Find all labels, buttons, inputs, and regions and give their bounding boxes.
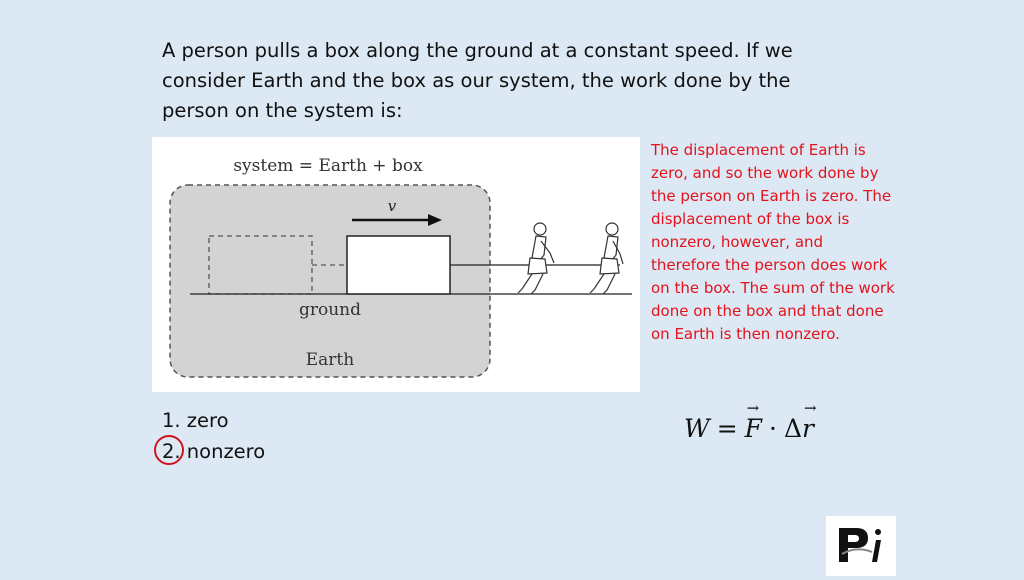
formula-force-vector: F: [745, 399, 762, 443]
pi-logo: [826, 516, 896, 576]
box: [346, 235, 451, 295]
formula-dot: ·: [769, 414, 777, 443]
system-diagram-svg: system = Earth + box v ground Earth: [169, 156, 632, 378]
box-initial-position: [208, 235, 313, 295]
person-figure-1: [517, 222, 555, 295]
velocity-arrow: [352, 214, 442, 226]
system-label: system = Earth + box: [233, 156, 423, 176]
formula-equals: =: [716, 414, 738, 443]
answer-options: 1. zero 2. nonzero: [162, 405, 265, 467]
ground-label: ground: [299, 300, 361, 320]
work-formula: W=F·Δr: [684, 399, 817, 443]
formula-work: W: [684, 414, 710, 443]
formula-displacement-vector: r: [802, 399, 817, 443]
person-figure-2: [589, 222, 624, 295]
earth-label: Earth: [306, 350, 355, 370]
selected-answer-circle: [154, 435, 184, 465]
explanation-text: The displacement of Earth is zero, and s…: [651, 141, 895, 343]
formula-delta: Δ: [783, 414, 803, 443]
velocity-label: v: [388, 197, 397, 215]
question-text: A person pulls a box along the ground at…: [162, 39, 793, 122]
system-boundary: [169, 184, 491, 378]
option-nonzero[interactable]: 2. nonzero: [162, 440, 266, 463]
option-zero[interactable]: 1. zero: [162, 409, 229, 432]
pi-logo-icon: [839, 528, 881, 562]
system-diagram: system = Earth + box v ground Earth: [152, 137, 640, 392]
